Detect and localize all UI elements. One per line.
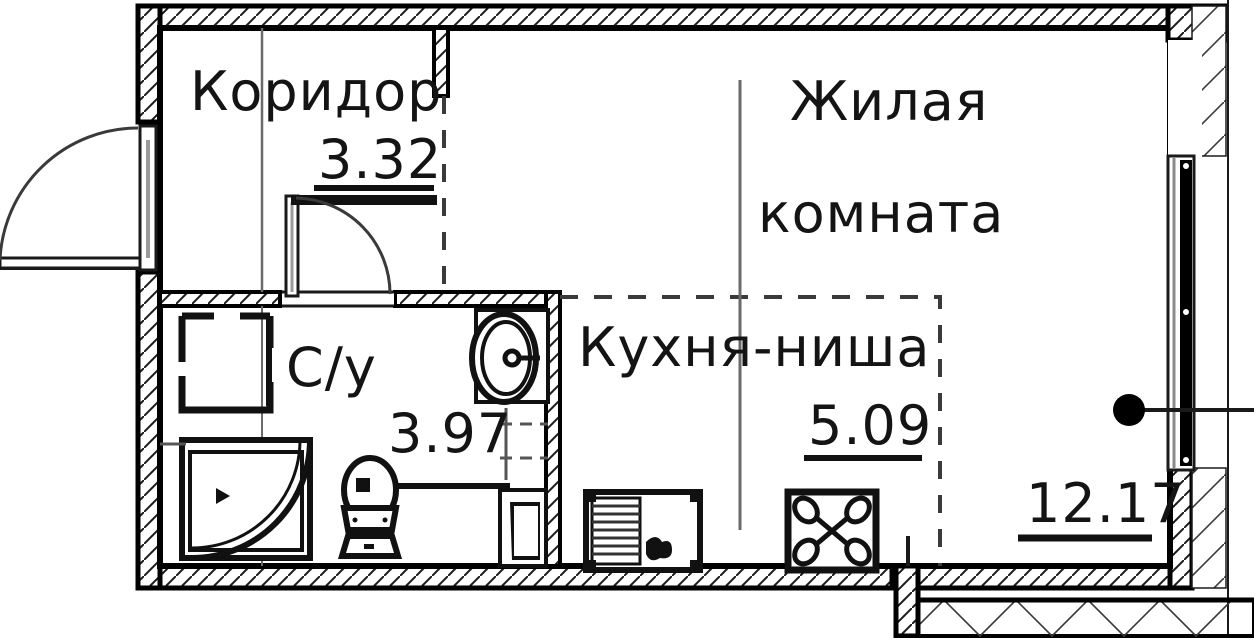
radiator xyxy=(1113,394,1254,426)
bathroom-door[interactable] xyxy=(284,194,437,298)
room-label-zhilaya: Жилая комната 12.17 xyxy=(758,70,1186,542)
korridor-name: Коридор xyxy=(190,60,442,123)
radiator-marker xyxy=(1113,394,1145,426)
kuhnya-name: Кухня-ниша xyxy=(578,316,930,379)
kuhnya-area: 5.09 xyxy=(808,394,932,457)
zone-boundaries xyxy=(442,96,942,566)
kitchen-sink xyxy=(583,489,703,573)
sanuzel-name: С/у xyxy=(286,336,377,399)
zhilaya-name-line1: Жилая xyxy=(790,70,988,133)
korridor-area: 3.32 xyxy=(318,128,442,191)
room-label-korridor: Коридор 3.32 xyxy=(190,60,442,191)
zhilaya-name-line2: комната xyxy=(758,182,1004,245)
washing-machine xyxy=(178,312,274,414)
dashed-kitchen-niche xyxy=(560,295,942,566)
washbasin xyxy=(469,308,550,405)
pipe-riser xyxy=(498,408,548,568)
room-label-kuhnya: Кухня-ниша 5.09 xyxy=(578,316,932,461)
entrance-door[interactable] xyxy=(0,124,158,272)
sanuzel-area: 3.97 xyxy=(388,402,512,465)
stove xyxy=(784,488,880,574)
shower-cabin xyxy=(160,437,313,561)
room-label-sanuzel: С/у 3.97 xyxy=(286,336,512,489)
zhilaya-area: 12.17 xyxy=(1026,472,1186,535)
window-right xyxy=(1166,154,1196,472)
